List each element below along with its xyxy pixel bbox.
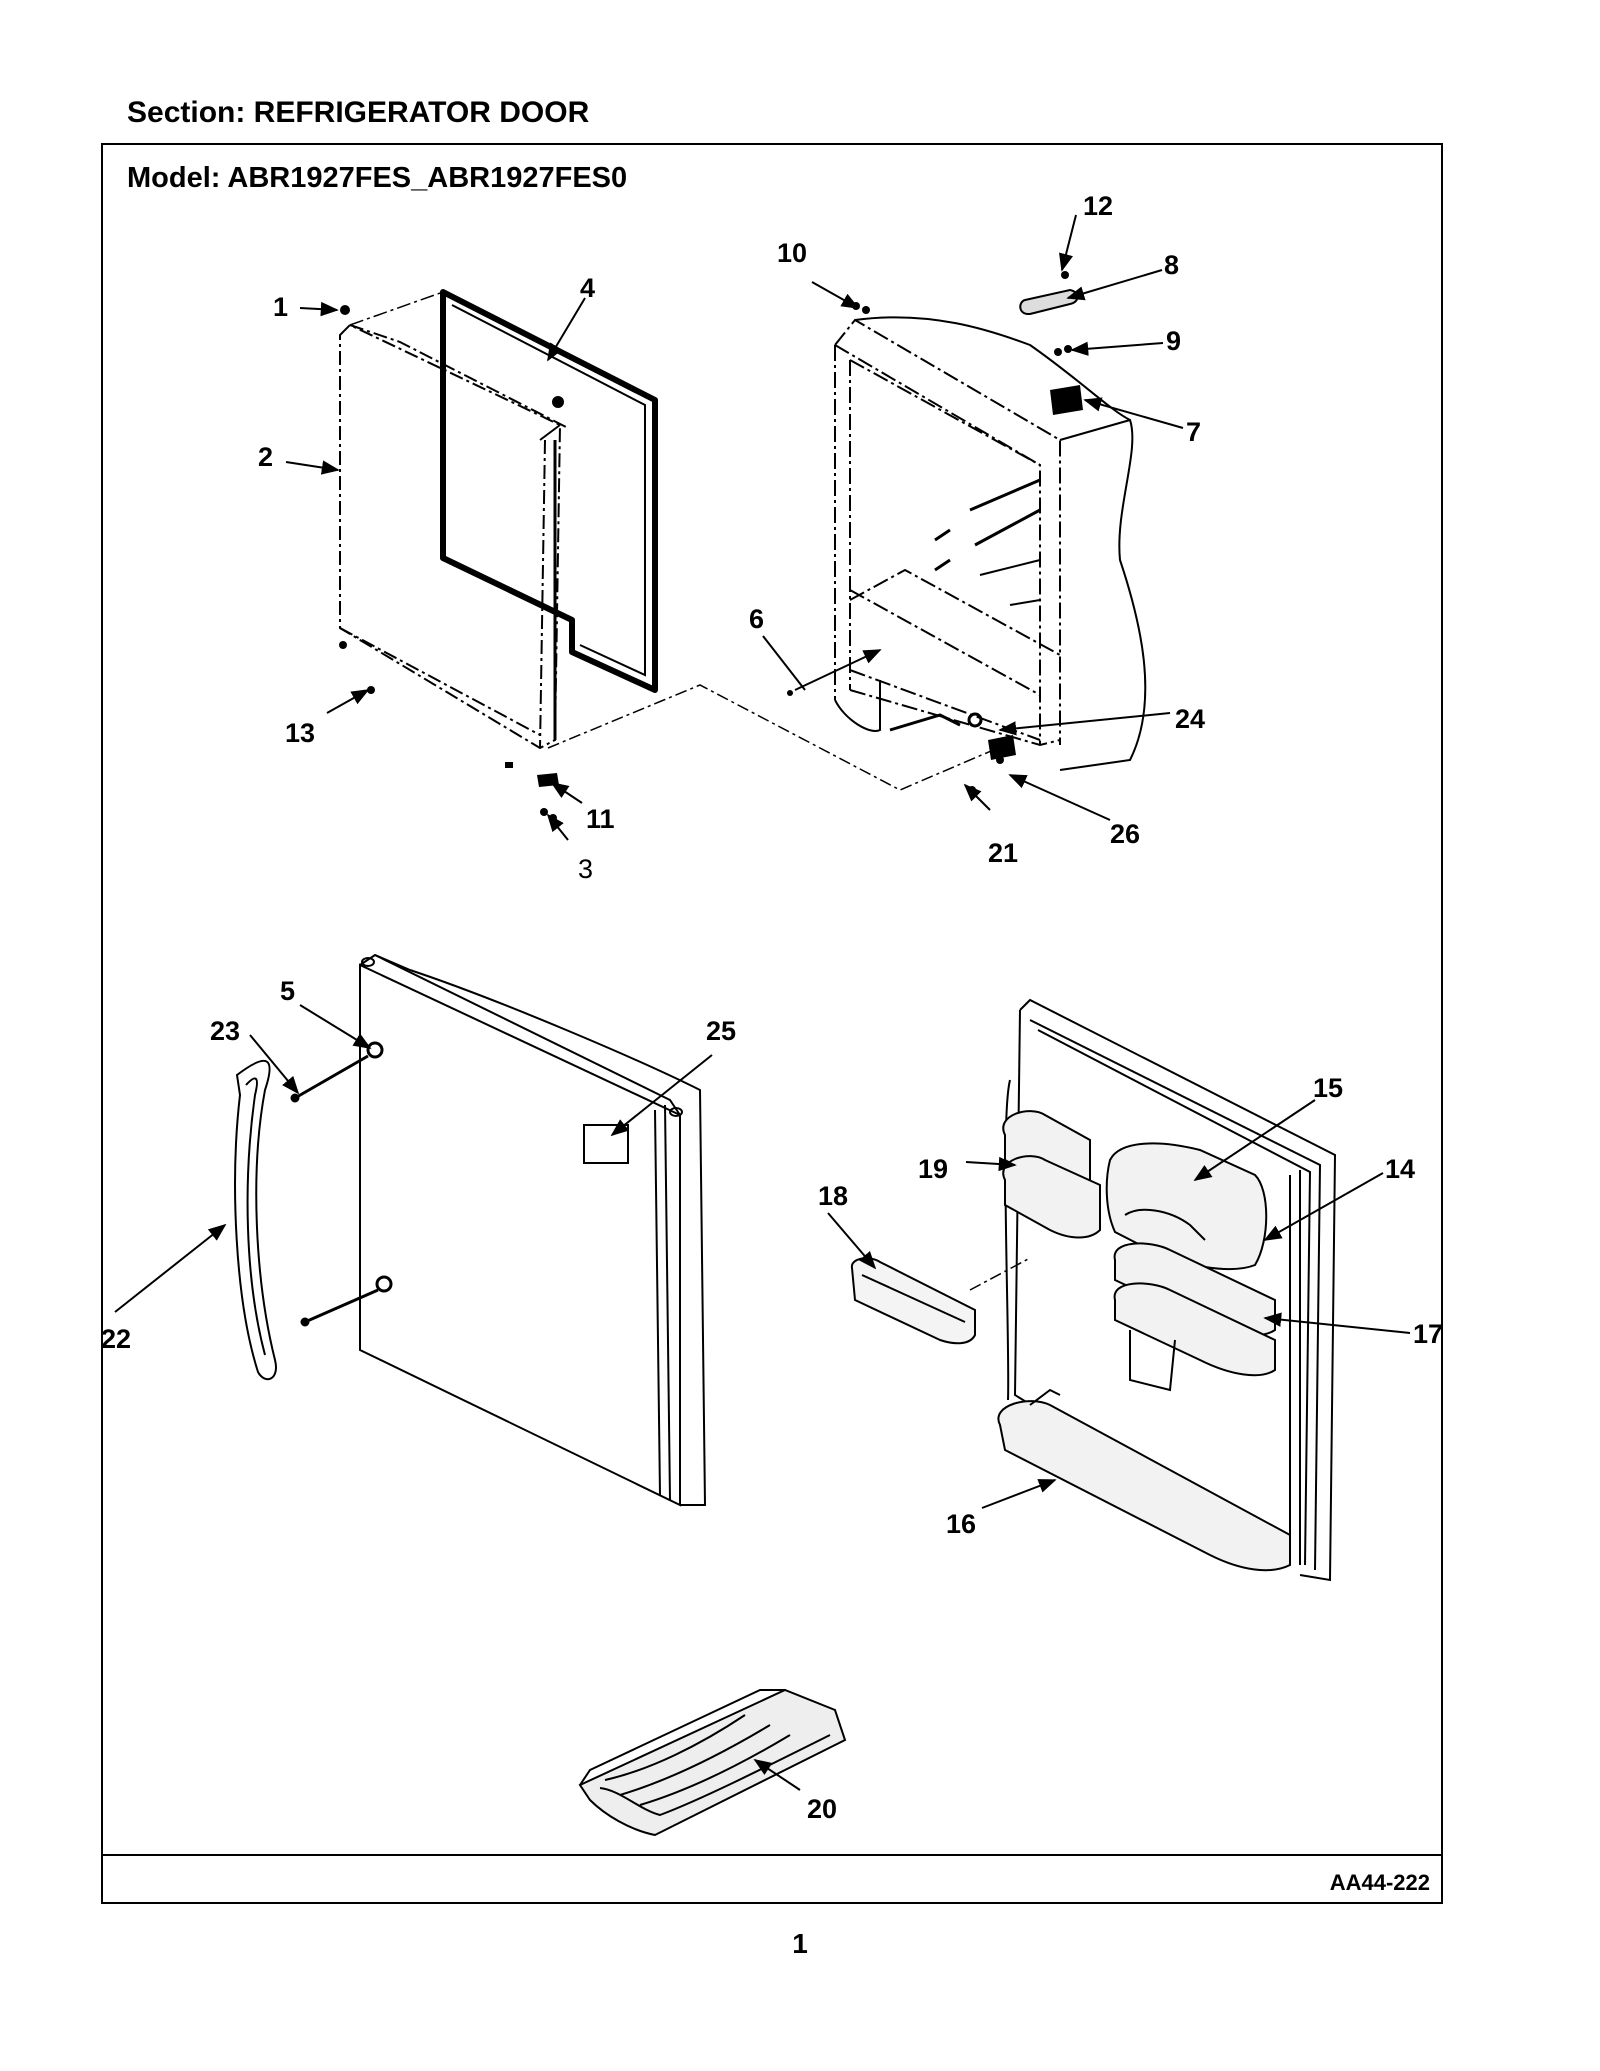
callout-26: 26 <box>1110 819 1140 849</box>
callout-labels: 1 2 3 4 5 6 7 8 9 10 11 12 13 14 15 16 1… <box>101 191 1443 1824</box>
cabinet-hinge-parts <box>787 271 1083 794</box>
callout-10: 10 <box>777 238 807 268</box>
door-bins <box>997 1110 1291 1572</box>
callout-23: 23 <box>210 1016 240 1046</box>
callout-7: 7 <box>1186 417 1201 447</box>
callout-24: 24 <box>1175 704 1205 734</box>
callout-17: 17 <box>1413 1319 1443 1349</box>
callout-22: 22 <box>101 1324 131 1354</box>
drawing-code: AA44-222 <box>1329 1870 1430 1895</box>
callout-4: 4 <box>580 273 595 303</box>
callout-15: 15 <box>1313 1073 1343 1103</box>
model-title: Model: ABR1927FES_ABR1927FES0 <box>127 162 628 194</box>
door-label-plate <box>583 1124 629 1164</box>
door-front <box>359 953 707 1507</box>
callout-19: 19 <box>918 1154 948 1184</box>
cabinet-frame <box>834 316 1147 771</box>
separate-door-bin <box>850 1257 976 1345</box>
callout-6: 6 <box>749 604 764 634</box>
callout-11: 11 <box>586 804 615 834</box>
callout-13: 13 <box>285 718 315 748</box>
callout-2: 2 <box>258 442 273 472</box>
callout-18: 18 <box>818 1181 848 1211</box>
door-handle <box>234 1059 277 1381</box>
callout-16: 16 <box>946 1509 976 1539</box>
door-gasket <box>349 289 658 693</box>
callout-25: 25 <box>706 1016 736 1046</box>
callout-3: 3 <box>578 854 593 884</box>
callout-8: 8 <box>1164 250 1179 280</box>
assembly-lines-left <box>547 684 1006 791</box>
callout-5: 5 <box>280 976 295 1006</box>
door-panel-exploded <box>339 323 569 750</box>
bin-assembly-line <box>969 1257 1031 1291</box>
callout-14: 14 <box>1385 1154 1415 1184</box>
handle-fasteners <box>290 1041 393 1327</box>
callout-21: 21 <box>988 838 1018 868</box>
leader-lines <box>114 214 1411 1791</box>
diagram-frame <box>101 143 1443 1904</box>
callout-20: 20 <box>807 1794 837 1824</box>
page-number: 1 <box>792 1928 808 1959</box>
callout-1: 1 <box>273 292 288 322</box>
callout-12: 12 <box>1083 191 1113 221</box>
callout-9: 9 <box>1166 326 1181 356</box>
egg-tray <box>578 1688 847 1837</box>
frame-footer-divider <box>101 1854 1443 1856</box>
section-title: Section: REFRIGERATOR DOOR <box>127 96 590 129</box>
